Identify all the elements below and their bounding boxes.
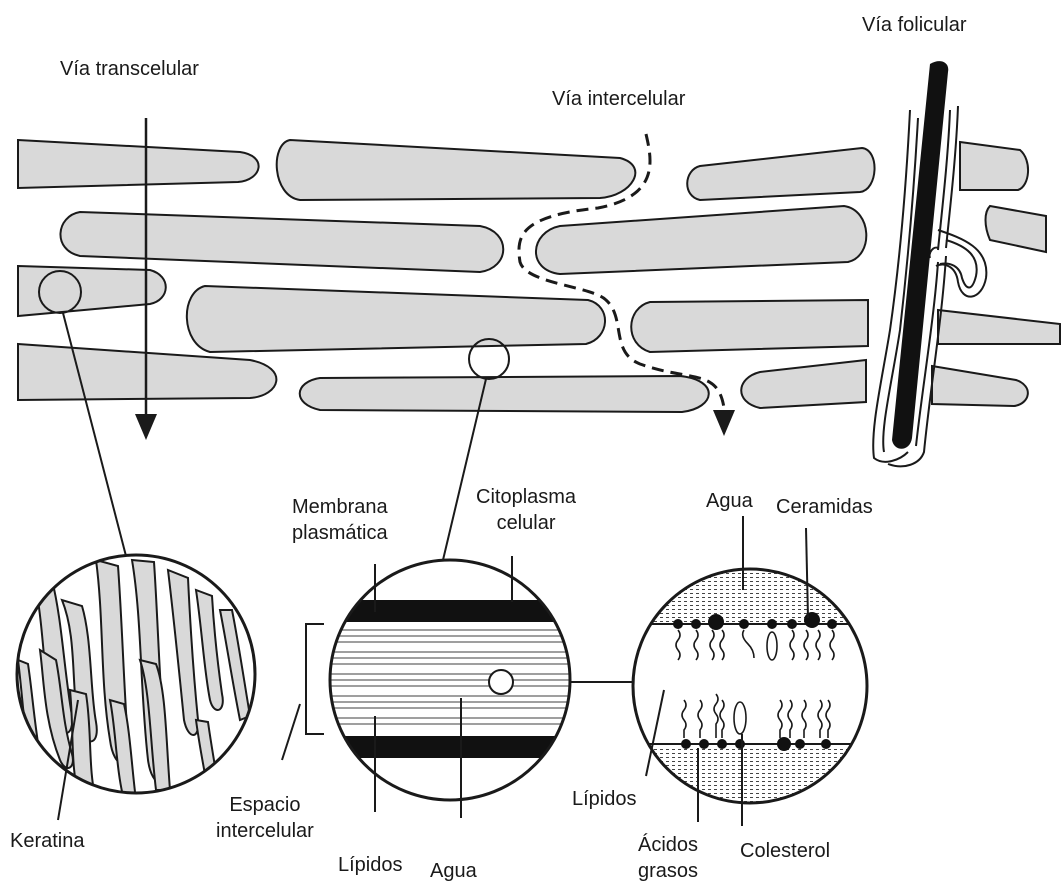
corneocyte-cell: [300, 376, 709, 412]
corneocyte-cell: [277, 140, 636, 200]
follicular-route-label: Vía folicular: [862, 12, 967, 38]
ceramides-label: Ceramidas: [776, 494, 873, 520]
intercellular-space-label-line2: intercelular: [216, 818, 314, 844]
space-leader-line: [282, 704, 300, 760]
intercellular-space-label-line1: Espacio: [216, 792, 314, 818]
corneocyte-cell: [18, 140, 259, 188]
transcellular-route-label: Vía transcelular: [60, 56, 199, 82]
cell-cytoplasm-label-line2: celular: [476, 510, 576, 536]
corneocyte-cell: [18, 266, 166, 316]
cell-cytoplasm-label: Citoplasma celular: [476, 484, 576, 536]
plasma-membrane-label-line1: Membrana: [292, 494, 388, 520]
corneocyte-cell: [938, 310, 1060, 344]
bilayer-lipids-label: Lípidos: [572, 786, 637, 812]
fatty-acids-label: Ácidos grasos: [638, 832, 698, 884]
lipids-label: Lípidos: [338, 852, 403, 878]
corneocyte-cell: [741, 360, 866, 408]
intercellular-detail-circle: [282, 556, 580, 818]
intercellular-space-bracket: [306, 624, 324, 734]
bilayer-water-label: Agua: [706, 488, 753, 514]
corneocyte-cell: [687, 148, 874, 200]
corneocyte-cell: [60, 212, 503, 272]
fatty-acids-label-line1: Ácidos: [638, 832, 698, 858]
intercellular-route-label: Vía intercelular: [552, 86, 685, 112]
corneocyte-cell: [960, 142, 1028, 190]
corneocyte-cell: [631, 300, 868, 352]
corneocyte-cell: [187, 286, 605, 352]
corneocyte-cell: [536, 206, 866, 274]
cell-cytoplasm-label-line1: Citoplasma: [476, 484, 576, 510]
intercellular-space-label: Espacio intercelular: [216, 792, 314, 844]
plasma-membrane-label: Membrana plasmática: [292, 494, 388, 546]
magnifier-source-right: [489, 670, 513, 694]
corneocyte-cell: [986, 206, 1047, 252]
keratin-label: Keratina: [10, 828, 85, 854]
corneocyte-cell: [932, 366, 1028, 406]
lipid-bilayer-detail-circle: [630, 516, 870, 826]
water-label: Agua: [430, 858, 477, 884]
plasma-membrane-label-line2: plasmática: [292, 520, 388, 546]
fatty-acids-label-line2: grasos: [638, 858, 698, 884]
cholesterol-label: Colesterol: [740, 838, 830, 864]
keratin-detail-circle: [17, 555, 255, 820]
